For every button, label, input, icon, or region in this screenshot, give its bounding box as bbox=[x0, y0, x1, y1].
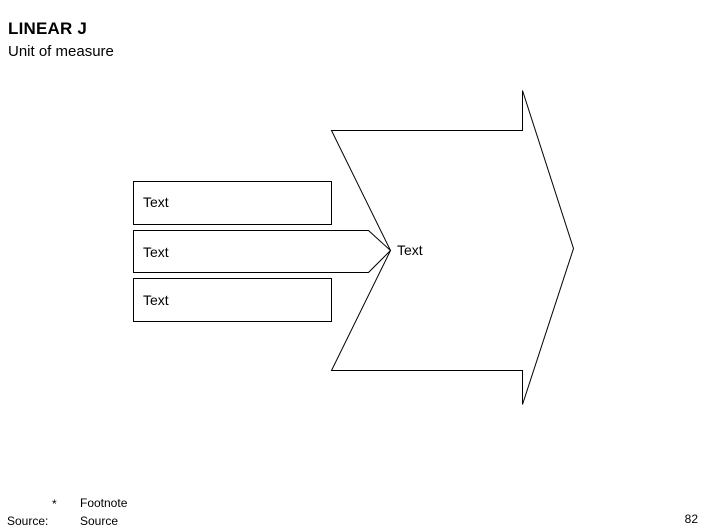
footnote-marker: * bbox=[52, 497, 57, 511]
output-chevron-label: Text bbox=[397, 242, 423, 258]
source-label: Source: bbox=[7, 514, 49, 528]
page-title: LINEAR J bbox=[8, 19, 88, 38]
input-bar-1-shape[interactable] bbox=[133, 181, 332, 225]
page-subtitle: Unit of measure bbox=[8, 43, 114, 60]
footnote-row: * Footnote bbox=[0, 496, 706, 512]
source-row: Source: Source bbox=[0, 514, 706, 530]
page-number: 82 bbox=[684, 512, 698, 526]
input-bar-2-label: Text bbox=[143, 244, 169, 260]
slide-footer: * Footnote Source: Source bbox=[0, 494, 706, 529]
input-bar-2-shape[interactable] bbox=[133, 230, 392, 273]
input-bar-1-label: Text bbox=[143, 194, 169, 210]
input-bar-3-shape[interactable] bbox=[133, 278, 332, 322]
input-bar-3-label: Text bbox=[143, 292, 169, 308]
footnote-text: Footnote bbox=[80, 496, 128, 510]
source-text: Source bbox=[80, 514, 119, 528]
output-chevron-shape[interactable] bbox=[330, 90, 575, 405]
